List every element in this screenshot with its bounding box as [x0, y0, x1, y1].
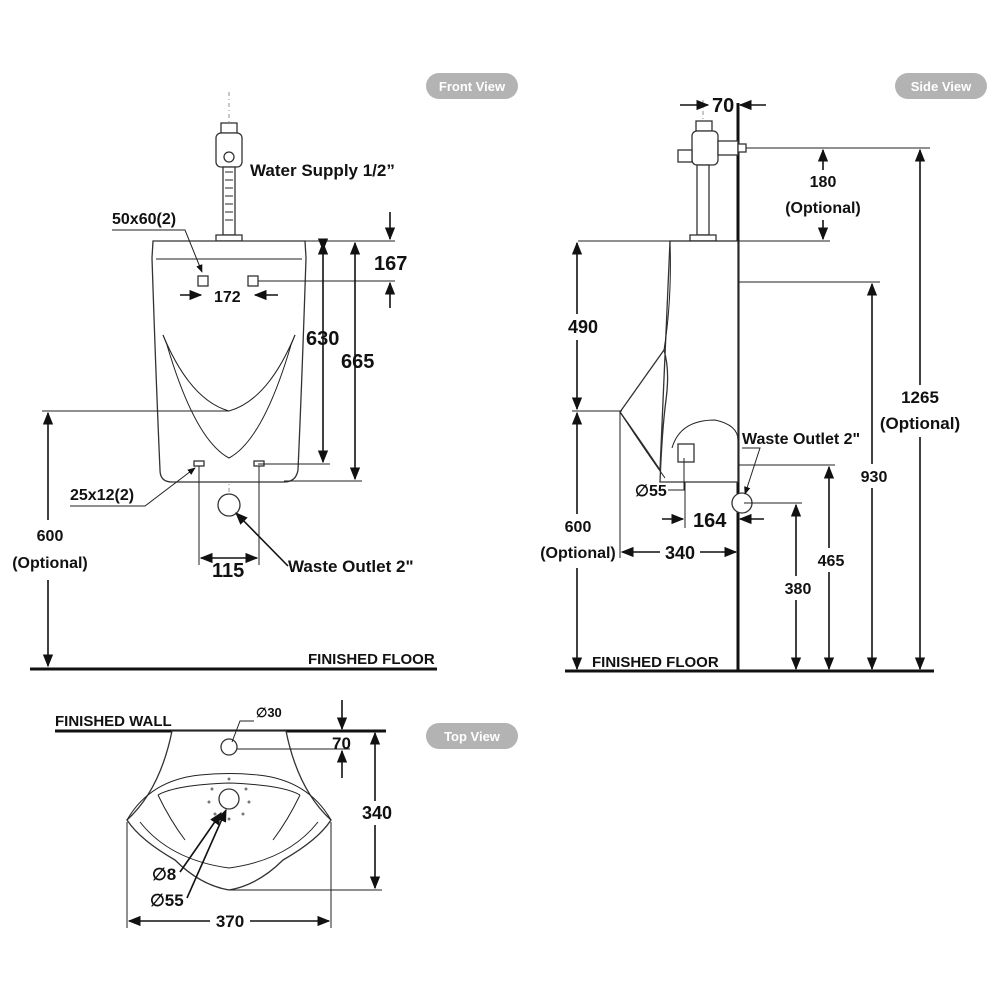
front-height-600: 600	[37, 528, 64, 545]
front-waste-outlet-label: Waste Outlet 2"	[288, 557, 414, 576]
dim-115: 115	[212, 560, 244, 582]
side-height-600: 600	[565, 519, 592, 536]
side-flush-valve	[677, 120, 747, 242]
bottom-hole-label: 25x12(2)	[70, 487, 134, 504]
side-dim-380: 380	[785, 581, 812, 598]
urinal-top-body	[126, 730, 332, 891]
side-dim-180: 180	[810, 174, 837, 191]
top-view-label: Top View	[444, 729, 501, 744]
front-view: Front View Water Supply 1/2”	[5, 73, 518, 671]
side-finished-floor-label: FINISHED FLOOR	[592, 654, 719, 671]
top-view-badge: Top View	[426, 723, 518, 749]
top-view: Top View FINISHED WALL	[55, 700, 518, 932]
front-finished-floor-label: FINISHED FLOOR	[308, 651, 435, 668]
side-dim-340: 340	[665, 543, 695, 563]
side-optional-1265: (Optional)	[880, 414, 960, 433]
side-optional-600: (Optional)	[540, 545, 616, 562]
top-dim-70: 70	[332, 734, 351, 753]
mount-hole-label: 50x60(2)	[112, 211, 176, 228]
top-dim-370: 370	[216, 912, 244, 931]
side-dia-55: ∅55	[635, 483, 667, 500]
side-waste-outlet-label: Waste Outlet 2"	[742, 431, 860, 448]
dim-665: 665	[341, 351, 374, 373]
side-dim-930: 930	[861, 469, 888, 486]
dim-167: 167	[374, 253, 407, 275]
side-dim-164: 164	[693, 510, 727, 532]
side-optional-180: (Optional)	[785, 200, 861, 217]
flush-valve	[215, 122, 243, 242]
side-view-badge: Side View	[895, 73, 987, 99]
side-view-label: Side View	[911, 79, 972, 94]
dim-630: 630	[306, 328, 339, 350]
top-dia-8: ∅8	[152, 865, 176, 884]
front-view-badge: Front View	[426, 73, 518, 99]
side-dim-1265: 1265	[901, 388, 939, 407]
dim-172: 172	[214, 289, 241, 306]
side-dim-465: 465	[818, 553, 845, 570]
side-view: Side View FINISHED FLOOR	[538, 73, 987, 673]
top-dim-340: 340	[362, 803, 392, 823]
top-dia-30: ∅30	[256, 705, 282, 720]
top-dia-55: ∅55	[150, 891, 184, 910]
urinal-front-body	[151, 240, 307, 517]
water-supply-label: Water Supply 1/2”	[250, 161, 395, 180]
finished-wall-label: FINISHED WALL	[55, 713, 172, 730]
side-dim-70: 70	[712, 95, 734, 117]
front-view-label: Front View	[439, 79, 506, 94]
urinal-side-body	[619, 240, 753, 514]
side-dim-490: 490	[568, 317, 598, 337]
front-optional-label: (Optional)	[12, 555, 88, 572]
